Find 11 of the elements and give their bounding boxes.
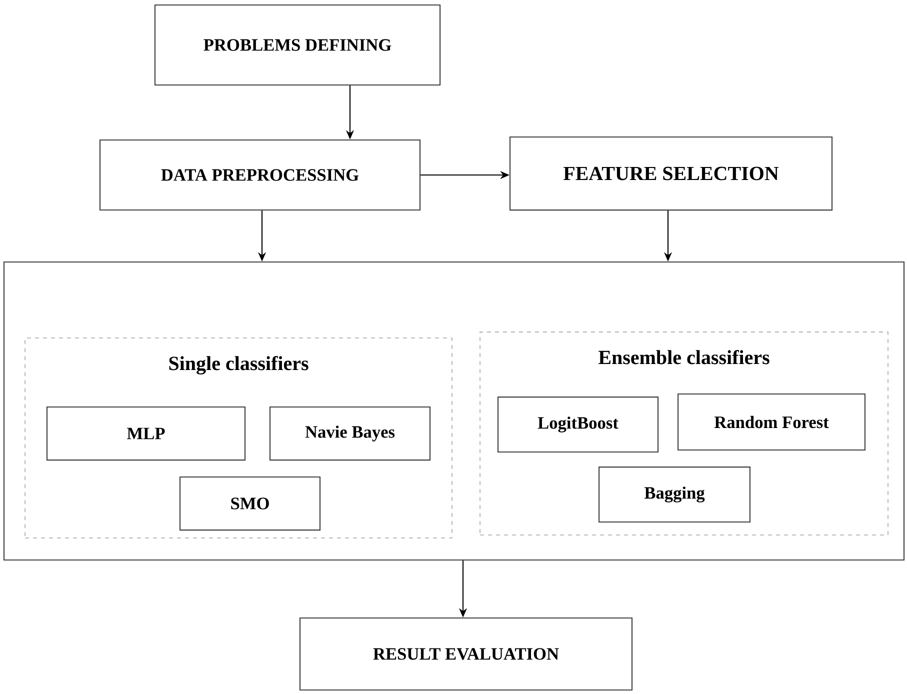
process-box: MLP xyxy=(46,406,246,461)
process-box: SMO xyxy=(179,476,321,531)
process-box: FEATURE SELECTION xyxy=(509,136,833,211)
process-box: Navie Bayes xyxy=(269,406,431,461)
process-box: PROBLEMS DEFINING xyxy=(154,4,441,86)
process-box: DATA PREPROCESSING xyxy=(99,139,421,211)
process-box: LogitBoost xyxy=(497,396,659,452)
process-box: Random Forest xyxy=(678,393,866,451)
container-box xyxy=(3,261,905,561)
process-box: Bagging xyxy=(598,466,750,522)
process-box: RESULT EVALUATION xyxy=(299,617,633,691)
